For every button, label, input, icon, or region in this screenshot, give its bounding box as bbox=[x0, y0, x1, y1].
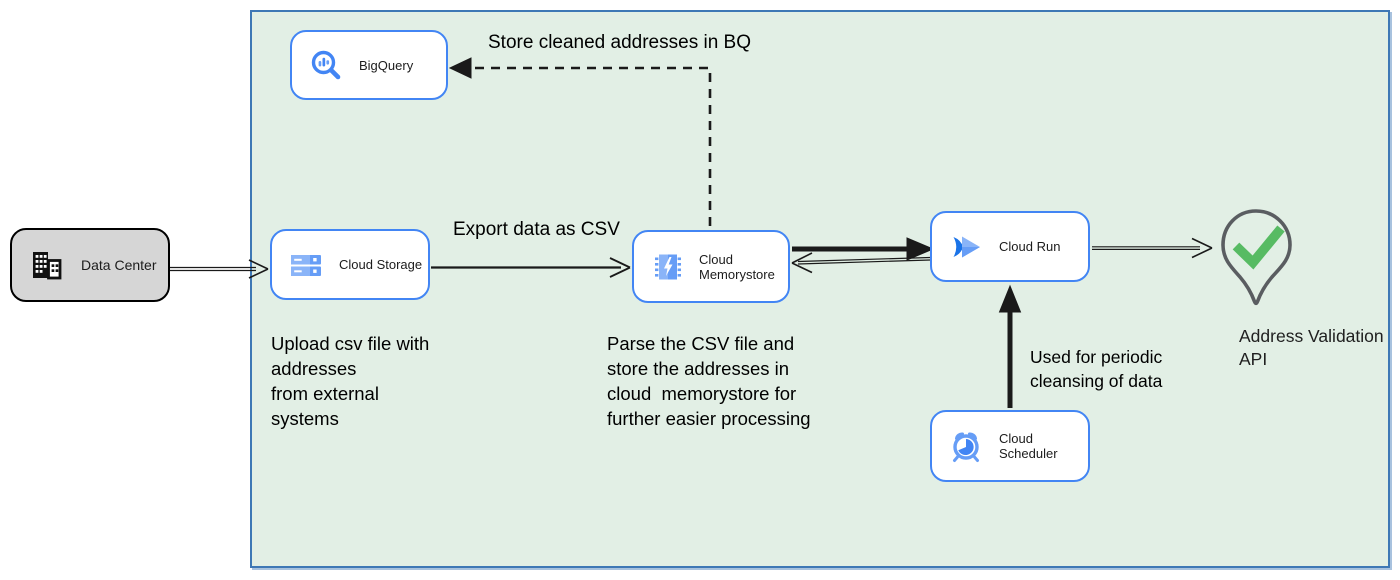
memorystore-chip-icon bbox=[655, 254, 681, 279]
node-data-center[interactable]: Data Center bbox=[10, 228, 170, 302]
bigquery-icon bbox=[311, 50, 341, 80]
node-label-bigquery: BigQuery bbox=[359, 57, 414, 73]
node-label-cloud-run: Cloud Run bbox=[999, 239, 1061, 254]
gcp-boundary-container bbox=[250, 10, 1390, 568]
edge-label-periodic-cleansing: Used for periodic cleansing of data bbox=[1030, 347, 1163, 391]
cloud-run-icon bbox=[953, 236, 980, 257]
node-label-cloud-scheduler: Cloud Scheduler bbox=[999, 431, 1058, 461]
node-cloud-memorystore[interactable]: Cloud Memorystore bbox=[632, 230, 790, 303]
edge-label-export-data-csv: Export data as CSV bbox=[453, 219, 620, 240]
note-parse-csv: Parse the CSV file and store the address… bbox=[607, 333, 811, 429]
node-cloud-run[interactable]: Cloud Run bbox=[930, 211, 1090, 282]
alarm-clock-icon bbox=[953, 432, 979, 462]
node-bigquery[interactable]: BigQuery bbox=[290, 30, 448, 100]
node-label-address-validation-api: Address Validation API bbox=[1239, 326, 1384, 369]
building-icon bbox=[33, 252, 62, 280]
node-cloud-storage[interactable]: Cloud Storage bbox=[270, 229, 430, 300]
node-label-cloud-memorystore: Cloud Memorystore bbox=[699, 251, 775, 282]
cloud-storage-icon bbox=[291, 254, 321, 276]
node-label-data-center: Data Center bbox=[81, 256, 157, 273]
note-upload-csv: Upload csv file with addresses from exte… bbox=[271, 333, 430, 429]
edge-label-store-cleaned-addresses: Store cleaned addresses in BQ bbox=[488, 32, 751, 53]
node-label-cloud-storage: Cloud Storage bbox=[339, 257, 423, 272]
node-cloud-scheduler[interactable]: Cloud Scheduler bbox=[930, 410, 1090, 482]
